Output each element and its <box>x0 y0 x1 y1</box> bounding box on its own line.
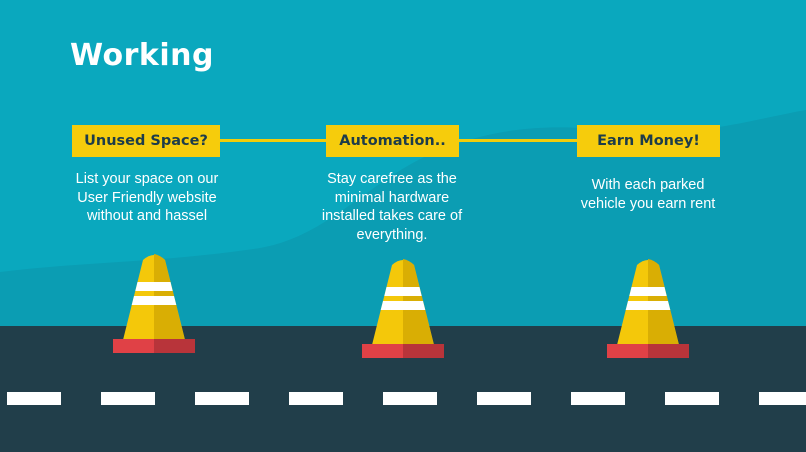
connector-line <box>459 139 577 142</box>
lane-dash <box>665 392 719 405</box>
description-line: installed takes care of <box>321 208 463 224</box>
description-line: minimal hardware <box>334 189 450 206</box>
lane-markings <box>7 392 806 405</box>
step-description-unused-space: List your space on our User Friendly web… <box>47 170 247 226</box>
description-line: without and hassel <box>86 208 208 224</box>
step-description-earn-money: With each parked vehicle you earn rent <box>548 176 748 213</box>
lane-dash <box>477 392 531 405</box>
step-label-automation: Automation.. <box>326 125 459 157</box>
lane-dash <box>101 392 155 405</box>
description-line: vehicle you earn rent <box>580 195 716 212</box>
description-line: Stay carefree as the <box>327 171 457 187</box>
traffic-cone-icon <box>362 259 444 358</box>
lane-dash <box>195 392 249 405</box>
lane-dash <box>289 392 343 405</box>
description-line: With each parked <box>591 177 705 193</box>
traffic-cone-icon <box>113 254 195 353</box>
traffic-cone-icon <box>607 259 689 358</box>
lane-dash <box>759 392 806 405</box>
step-label-unused-space: Unused Space? <box>72 125 220 157</box>
lane-dash <box>7 392 61 405</box>
description-line: User Friendly website <box>77 189 217 206</box>
lane-dash <box>383 392 437 405</box>
step-description-automation: Stay carefree as the minimal hardware in… <box>292 170 492 244</box>
description-line: List your space on our <box>75 171 219 187</box>
description-line: everything. <box>356 226 428 243</box>
lane-dash <box>571 392 625 405</box>
slide-title: Working <box>70 38 214 73</box>
background-wave <box>0 110 806 330</box>
connector-line <box>220 139 326 142</box>
step-label-earn-money: Earn Money! <box>577 125 720 157</box>
